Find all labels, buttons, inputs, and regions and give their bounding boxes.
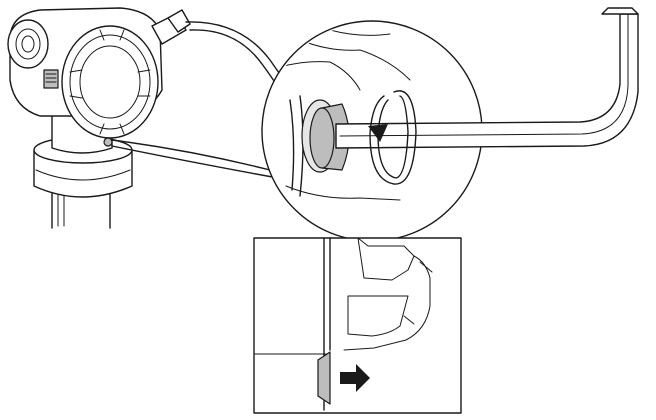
hex-key-wrench-icon <box>335 7 639 149</box>
transmitter-housing-icon <box>7 7 293 229</box>
direction-arrow-right-icon <box>340 364 370 392</box>
setscrew-plate <box>317 351 331 405</box>
bracket-detail-panel <box>253 237 462 414</box>
leader-line-upper <box>111 139 271 171</box>
rotation-arrow-icon <box>368 90 417 185</box>
leader-line-lower <box>111 145 279 179</box>
